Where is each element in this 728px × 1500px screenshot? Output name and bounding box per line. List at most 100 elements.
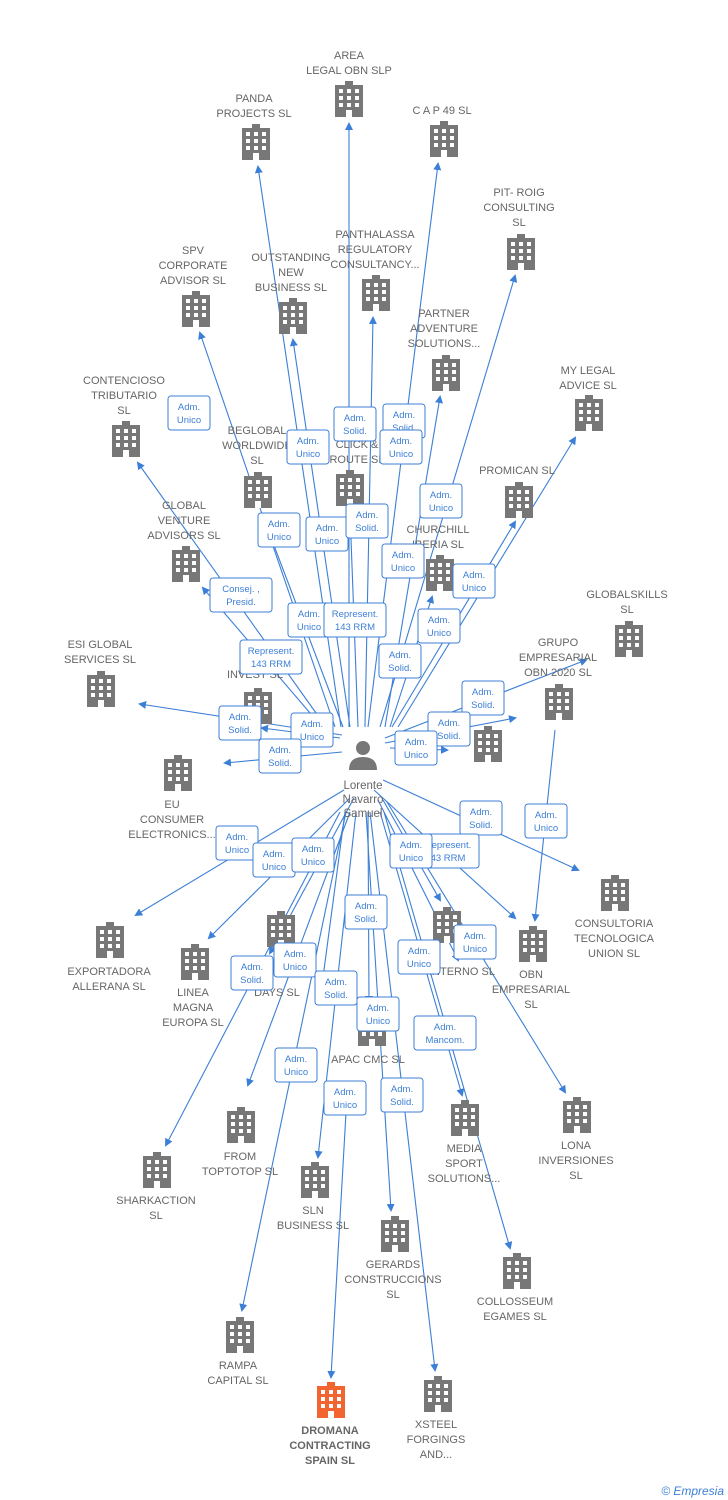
role-badge[interactable]: Adm.Unico <box>291 837 335 873</box>
role-badge[interactable]: Adm.Unico <box>215 825 259 861</box>
role-badge[interactable]: Adm.Solid. <box>314 970 358 1006</box>
company-node-click[interactable]: CLICK & ROUTE SL <box>329 439 385 506</box>
role-badge[interactable]: Adm.Unico <box>273 942 317 978</box>
role-badge-line: Adm. <box>355 901 377 912</box>
role-badge[interactable]: Adm.Unico <box>290 712 334 748</box>
role-badge[interactable]: Adm.Solid. <box>218 705 262 741</box>
company-label-line: CONSULTING <box>483 202 554 214</box>
role-badge[interactable]: Adm.Solid. <box>427 711 471 747</box>
center-person[interactable]: Lorente Navarro Samuel <box>343 741 384 820</box>
role-badge-line: Solid. <box>268 758 292 769</box>
role-badge-line: Adm. <box>438 718 460 729</box>
role-badge[interactable]: Adm.Unico <box>274 1047 318 1083</box>
role-badge[interactable]: Adm.Mancom. <box>413 1015 477 1051</box>
role-badge[interactable]: Adm.Solid. <box>459 800 503 836</box>
role-badge-line: Represent. <box>248 646 294 657</box>
company-label-line: EMPRESARIAL <box>519 652 597 664</box>
role-badge[interactable]: Consej. ,Presid. <box>209 577 273 613</box>
role-badge[interactable]: Adm.Unico <box>452 563 496 599</box>
company-label-line: ELECTRONICS... <box>128 829 215 841</box>
company-node-cap49[interactable]: C A P 49 SL <box>412 105 472 157</box>
building-icon <box>164 755 192 791</box>
company-label-line: SL <box>149 1210 162 1222</box>
role-badge[interactable]: Adm.Solid. <box>461 680 505 716</box>
role-badge[interactable]: Adm.Unico <box>394 730 438 766</box>
role-badge[interactable]: Adm.Unico <box>379 429 423 465</box>
role-badge[interactable]: Adm.Unico <box>389 833 433 869</box>
company-label-line: COLLOSSEUM <box>477 1296 553 1308</box>
role-badge[interactable]: Adm.Unico <box>356 996 400 1032</box>
role-badge[interactable]: Represent.143 RRM <box>323 602 387 638</box>
role-badge[interactable]: Adm.Unico <box>167 395 211 431</box>
company-node-media[interactable]: MEDIASPORTSOLUTIONS... <box>428 1100 501 1185</box>
company-label-line: EU <box>164 799 179 811</box>
role-badge-line: Adm. <box>298 609 320 620</box>
role-badge[interactable]: Adm.Unico <box>381 543 425 579</box>
building-icon <box>507 234 535 270</box>
company-label-line: CLICK & <box>336 439 379 451</box>
company-node-panthalassa[interactable]: PANTHALASSAREGULATORYCONSULTANCY... <box>330 229 420 311</box>
role-badge[interactable]: Adm.Unico <box>286 429 330 465</box>
role-badge[interactable]: Adm.Unico <box>453 924 497 960</box>
company-label-line: XSTEEL <box>415 1419 457 1431</box>
company-label-line: ROUTE SL <box>329 454 384 466</box>
role-badge[interactable]: Adm.Unico <box>252 842 296 878</box>
role-badge[interactable]: Adm.Unico <box>323 1080 367 1116</box>
company-label-line: SL <box>569 1170 582 1182</box>
role-badge[interactable]: Adm.Solid. <box>230 955 274 991</box>
role-badge[interactable]: Adm.Unico <box>257 512 301 548</box>
company-label-line: PANDA <box>235 93 273 105</box>
company-label-line: SL <box>620 604 633 616</box>
company-node-xsteel[interactable]: XSTEELFORGINGSAND... <box>407 1376 466 1461</box>
role-badge-line: Adm. <box>241 962 263 973</box>
company-node-promican[interactable]: PROMICAN SL <box>479 465 555 518</box>
role-badge[interactable]: Adm.Solid. <box>380 1077 424 1113</box>
company-node-partner[interactable]: PARTNERADVENTURESOLUTIONS... <box>408 308 481 391</box>
role-badge[interactable]: Adm.Solid. <box>333 406 377 442</box>
role-badge[interactable]: Adm.Solid. <box>258 738 302 774</box>
role-badge-line: Represent. <box>332 609 378 620</box>
company-node-interno[interactable]: INTERNO SL <box>429 907 495 978</box>
role-badge[interactable]: Adm.Solid. <box>378 643 422 679</box>
company-label-line: REGULATORY <box>338 244 413 256</box>
company-node-eu[interactable]: EUCONSUMERELECTRONICS... <box>128 755 216 841</box>
role-badge[interactable]: Represent.143 RRM <box>239 639 303 675</box>
role-badge[interactable]: Adm.Unico <box>419 483 463 519</box>
role-badge[interactable]: Adm.Unico <box>305 516 349 552</box>
company-node-apac[interactable]: APAC CMC SL <box>331 1010 405 1066</box>
role-badge-line: Presid. <box>226 597 256 608</box>
building-icon <box>362 275 390 311</box>
role-badge-line: Adm. <box>301 719 323 730</box>
building-icon <box>181 944 209 980</box>
role-badge[interactable]: Adm.Solid. <box>344 894 388 930</box>
role-badge[interactable]: Adm.Solid. <box>345 503 389 539</box>
role-badge[interactable]: Adm.Unico <box>397 939 441 975</box>
role-badge[interactable]: Adm.Unico <box>417 608 461 644</box>
role-badge[interactable]: Adm.Unico <box>524 803 568 839</box>
